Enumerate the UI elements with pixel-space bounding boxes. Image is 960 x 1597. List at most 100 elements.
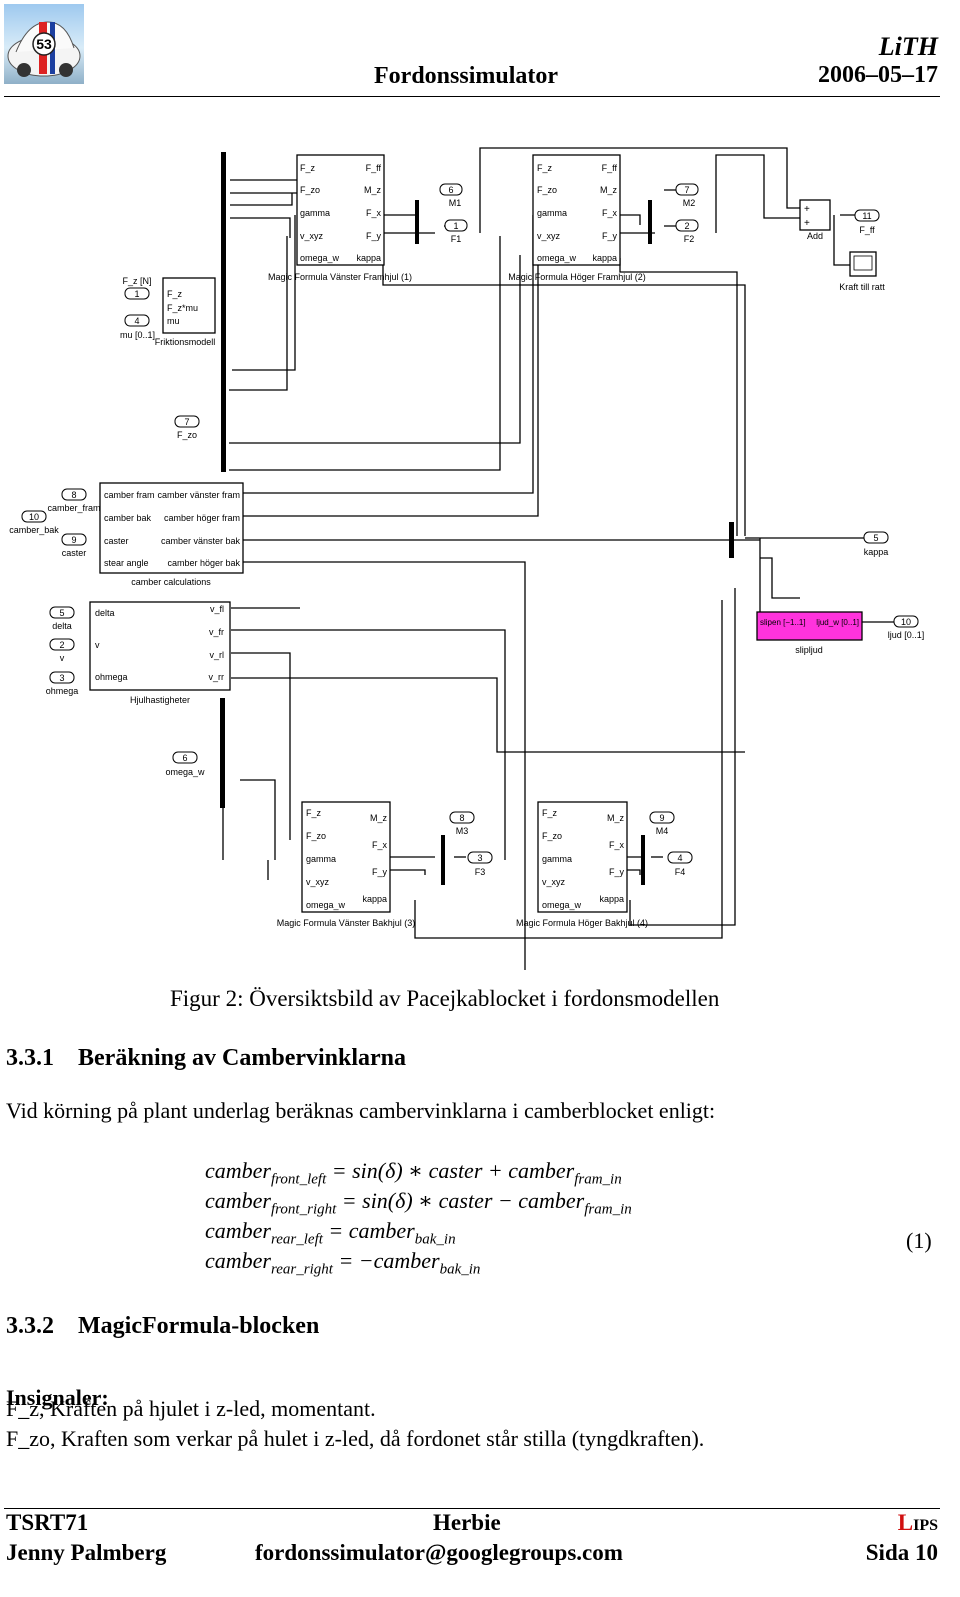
friction-block: F_z F_z*mu mu Friktionsmodell [155, 277, 216, 347]
mf-front-left-block: F_z F_zo gamma v_xyz omega_w F_ff M_z F_… [268, 154, 412, 282]
svg-text:kappa: kappa [864, 547, 889, 557]
add-block: + + Add [799, 199, 831, 241]
svg-text:camber bak: camber bak [104, 513, 152, 523]
svg-text:1: 1 [453, 221, 458, 231]
mux-1 [415, 200, 419, 244]
svg-text:+: + [804, 204, 810, 215]
svg-text:Kraft till ratt: Kraft till ratt [839, 282, 885, 292]
svg-text:1: 1 [134, 289, 139, 299]
mf1-port-in-3: v_xyz [300, 231, 324, 241]
svg-text:F_ff: F_ff [859, 225, 875, 235]
header-title: Fordonssimulator [374, 63, 559, 89]
svg-text:8: 8 [459, 813, 464, 823]
svg-text:omega_w: omega_w [542, 900, 582, 910]
svg-text:ohmega: ohmega [95, 672, 128, 682]
svg-text:F_zo: F_zo [177, 430, 197, 440]
slipljud-block: slipen [−1..1] ljud_w [0..1] slipljud [756, 611, 863, 655]
svg-text:F_z: F_z [542, 808, 558, 818]
mf1-port-out-3: F_y [366, 231, 382, 241]
outport-f-ff: 11 F_ff [854, 209, 880, 235]
svg-text:v_rl: v_rl [209, 650, 224, 660]
mf2-port-out-0: F_ff [602, 163, 618, 173]
svg-text:3: 3 [59, 673, 64, 683]
bus-friction [221, 152, 226, 400]
svg-text:9: 9 [71, 535, 76, 545]
mf1-port-out-4: kappa [356, 253, 381, 263]
svg-text:delta: delta [95, 608, 115, 618]
outport-ljud: 10 ljud [0..1] [888, 615, 925, 640]
outport-m2: 7 M2 [675, 183, 699, 208]
mf1-port-in-4: omega_w [300, 253, 340, 263]
outport-m3: 8 M3 [449, 811, 475, 836]
svg-text:v_xyz: v_xyz [306, 877, 330, 887]
inport-omega-w: 6 omega_w [165, 751, 205, 777]
svg-text:7: 7 [684, 185, 689, 195]
svg-text:F_z: F_z [306, 808, 322, 818]
svg-text:4: 4 [134, 316, 139, 326]
svg-text:camber vänster fram: camber vänster fram [157, 490, 240, 500]
svg-text:F_z: F_z [167, 289, 183, 299]
svg-text:camber höger fram: camber höger fram [164, 513, 240, 523]
svg-text:Magic Formula Vänster Bakhjul: Magic Formula Vänster Bakhjul (3) [277, 918, 416, 928]
svg-text:F_y: F_y [372, 867, 388, 877]
footer-author: Jenny Palmberg [6, 1540, 167, 1565]
svg-text:4: 4 [677, 853, 682, 863]
mf1-label: Magic Formula Vänster Framhjul (1) [268, 272, 412, 282]
svg-text:kappa: kappa [362, 894, 387, 904]
mf2-port-in-3: v_xyz [537, 231, 561, 241]
svg-text:5: 5 [873, 533, 878, 543]
svg-text:6: 6 [448, 185, 453, 195]
svg-text:Friktionsmodell: Friktionsmodell [155, 337, 216, 347]
svg-text:slipen [−1..1]: slipen [−1..1] [760, 618, 806, 627]
svg-text:7: 7 [184, 417, 189, 427]
mf2-port-in-0: F_z [537, 163, 553, 173]
svg-text:omega_w: omega_w [165, 767, 205, 777]
mf2-port-out-3: F_y [602, 231, 618, 241]
footer-course: TSRT71 [6, 1510, 89, 1535]
mf1-port-in-2: gamma [300, 208, 330, 218]
inport-fzo: 7 F_zo [174, 415, 200, 440]
svg-text:8: 8 [71, 490, 76, 500]
svg-text:2: 2 [59, 640, 64, 650]
svg-text:caster: caster [62, 548, 87, 558]
outport-m1: 6 M1 [439, 183, 463, 208]
svg-text:v_xyz: v_xyz [542, 877, 566, 887]
svg-text:M_z: M_z [607, 813, 625, 823]
svg-text:Add: Add [807, 231, 823, 241]
inport-caster: 9 caster [61, 533, 87, 558]
svg-text:Hjulhastigheter: Hjulhastigheter [130, 695, 190, 705]
footer-rule [4, 1508, 940, 1509]
bus-fzo [221, 400, 226, 472]
outport-f2: 2 F2 [675, 219, 699, 244]
mf1-port-in-1: F_zo [300, 185, 320, 195]
svg-text:ljud_w [0..1]: ljud_w [0..1] [816, 618, 859, 627]
svg-text:53: 53 [36, 36, 52, 52]
footer-brand-rest: ips [913, 1510, 938, 1535]
svg-text:5: 5 [59, 608, 64, 618]
mf-rear-right-block: F_z F_zo gamma v_xyz omega_w M_z F_x F_y… [516, 801, 648, 928]
insignal-item: F_zo, Kraften som verkar på hulet i z-le… [6, 1426, 705, 1451]
svg-text:M_z: M_z [370, 813, 388, 823]
inport-v: 2 v [49, 638, 75, 663]
simulink-diagram: F_z F_zo gamma v_xyz omega_w F_ff M_z F_… [9, 147, 925, 970]
mf2-port-out-1: M_z [600, 185, 618, 195]
insignaler-heading: Insignaler: [6, 1385, 109, 1410]
mux-kappa [729, 522, 734, 558]
svg-text:M1: M1 [449, 198, 462, 208]
inport-ohmega: 3 ohmega [46, 671, 79, 696]
svg-text:ljud [0..1]: ljud [0..1] [888, 630, 925, 640]
svg-text:Magic Formula Höger Bakhjul (4: Magic Formula Höger Bakhjul (4) [516, 918, 648, 928]
svg-text:ohmega: ohmega [46, 686, 79, 696]
svg-text:3: 3 [477, 853, 482, 863]
svg-text:caster: caster [104, 536, 129, 546]
mf-front-right-block: F_z F_zo gamma v_xyz omega_w F_ff M_z F_… [508, 154, 646, 282]
mf2-port-in-4: omega_w [537, 253, 577, 263]
mux-4 [641, 835, 645, 885]
svg-text:F4: F4 [675, 867, 686, 877]
scope-block: Kraft till ratt [839, 251, 885, 292]
hjulhastigheter-block: delta v ohmega v_fl v_fr v_rl v_rr Hjulh… [89, 601, 231, 705]
insignal-item: F_z, Kraften på hjulet i z-led, momentan… [6, 1396, 376, 1421]
equation-line: camberfront_left = sin(δ) ∗ caster + cam… [205, 1158, 622, 1188]
svg-text:M3: M3 [456, 826, 469, 836]
